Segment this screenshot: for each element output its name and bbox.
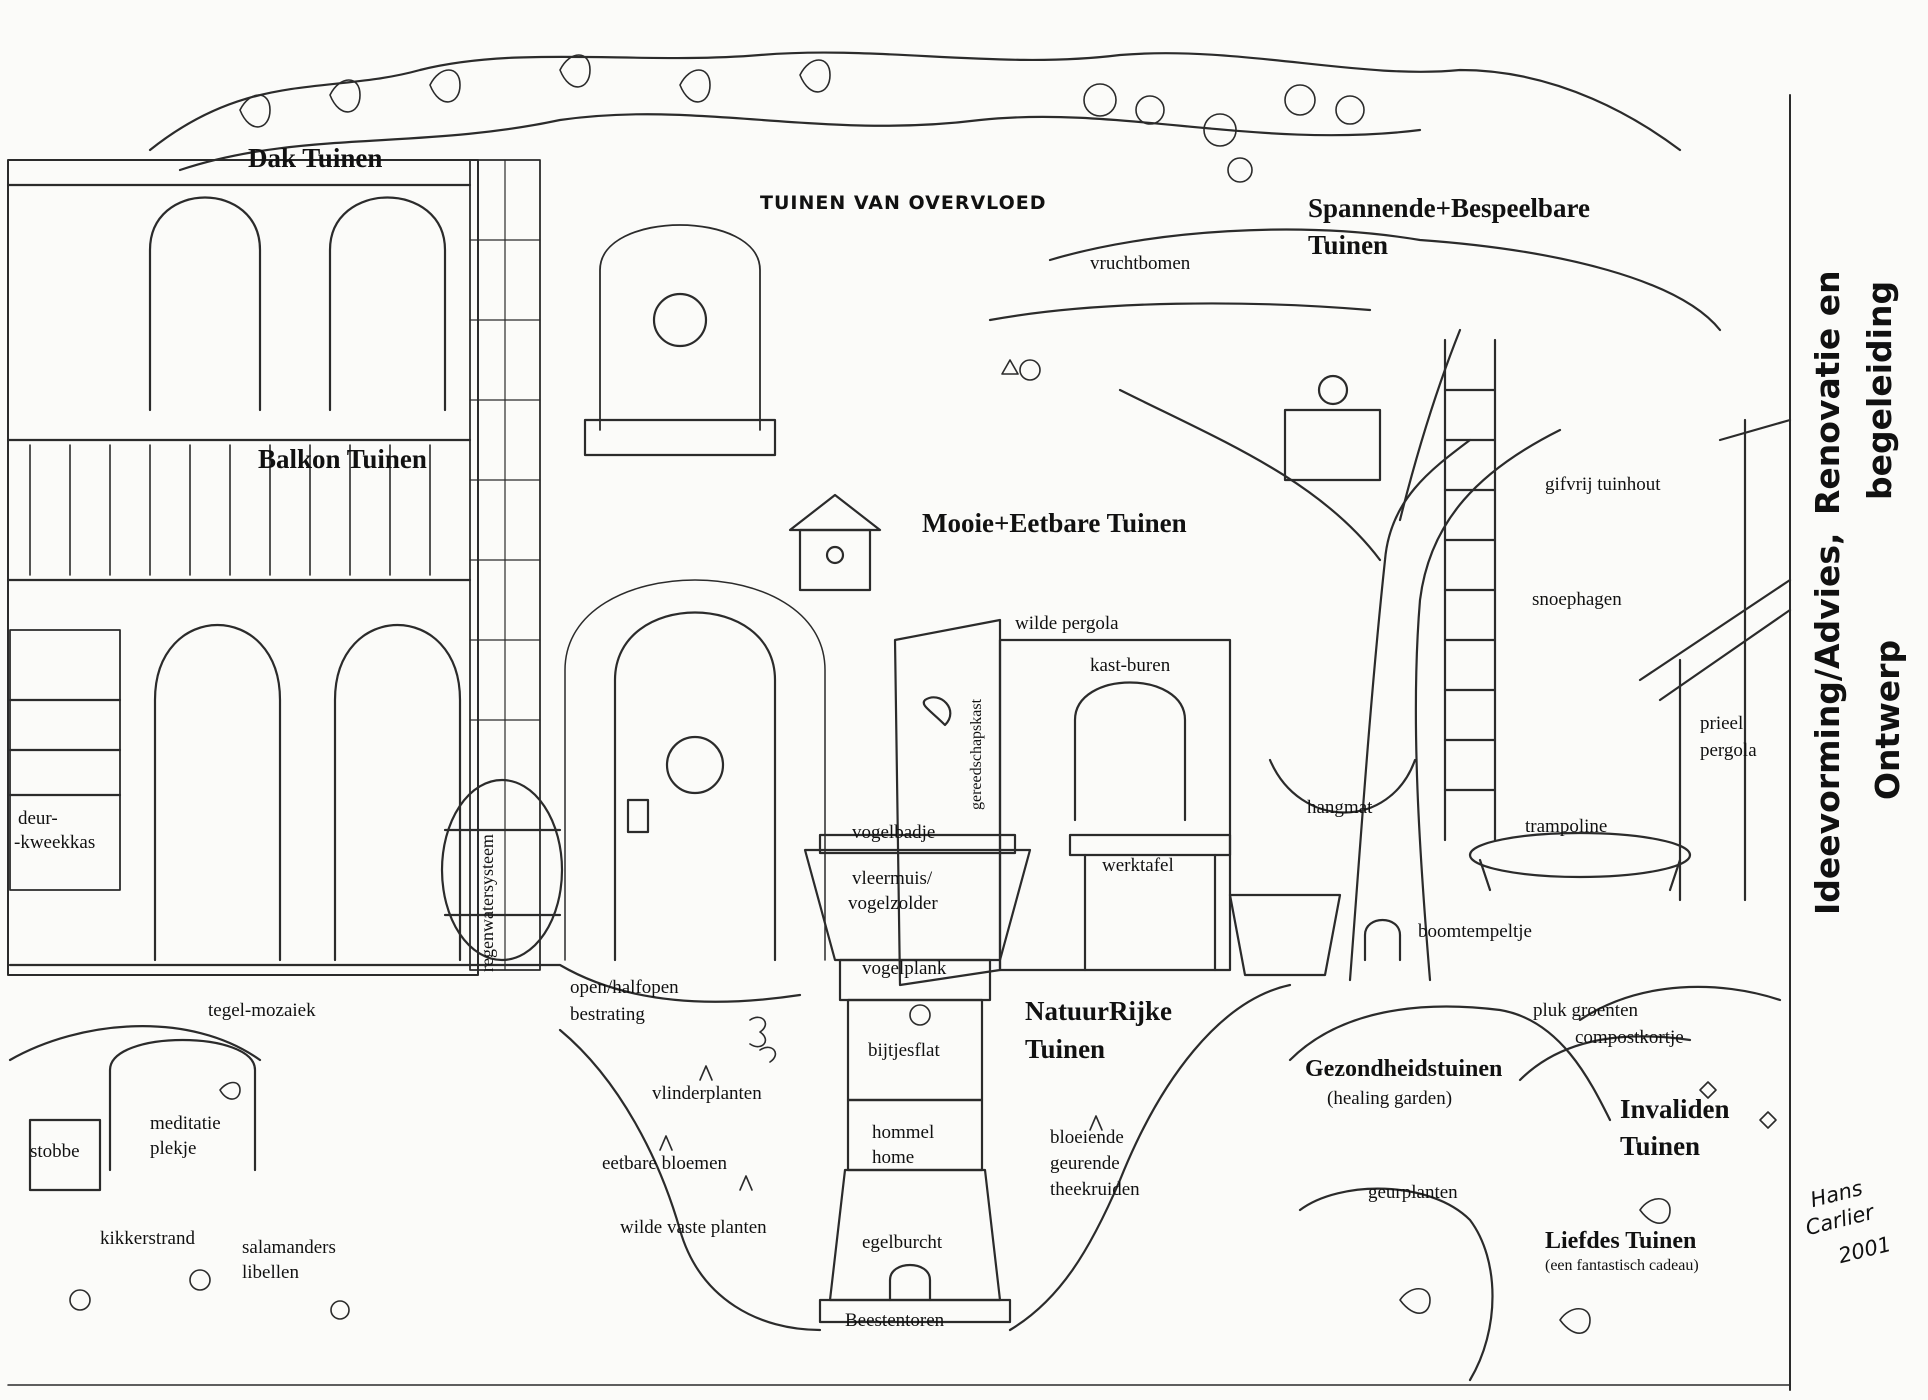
label-hangmat: hangmat (1307, 797, 1373, 818)
heading-natuurrijke-tuinen: Tuinen (1025, 1034, 1106, 1064)
heading-tuinen-van-overvloed: TUINEN VAN OVERVLOED (760, 192, 1047, 214)
label-deur: deur- (18, 808, 58, 829)
side-text-renovatie: Renovatie en (1808, 270, 1847, 515)
side-text-ontwerp: Ontwerp (1868, 639, 1907, 800)
label-vleermuis: vleermuis/ (852, 868, 933, 889)
label-vogelplank: vogelplank (862, 958, 947, 979)
label-salamanders: salamanders (242, 1237, 336, 1258)
heading-invaliden: Invaliden (1620, 1094, 1730, 1124)
label-pergola: pergola (1700, 740, 1757, 761)
label-snoephagen: snoephagen (1532, 589, 1622, 610)
label-fantastisch-cadeau: (een fantastisch cadeau) (1545, 1257, 1699, 1274)
label-bestrating: bestrating (570, 1004, 645, 1025)
label-vogelzolder: vogelzolder (848, 893, 938, 914)
label-plekje: plekje (150, 1138, 197, 1159)
label-werktafel: werktafel (1102, 855, 1174, 876)
side-text-ideevorming: Ideevorming/Advies, (1808, 532, 1847, 915)
label-vlinderplanten: vlinderplanten (652, 1083, 762, 1104)
label-kweekkas: -kweekkas (14, 832, 96, 853)
heading-invaliden-tuinen: Tuinen (1620, 1131, 1701, 1161)
label-tegel-mozaiek: tegel-mozaiek (208, 1000, 316, 1021)
label-eetbare-bloemen: eetbare bloemen (602, 1153, 728, 1174)
heading-natuurrijke: NatuurRijke (1025, 996, 1172, 1026)
label-bloeiende: bloeiende (1050, 1127, 1124, 1148)
label-trampoline: trampoline (1525, 816, 1608, 837)
label-wilde-pergola: wilde pergola (1015, 613, 1119, 634)
label-meditatie: meditatie (150, 1113, 221, 1134)
label-gifvrij-tuinhout: gifvrij tuinhout (1545, 474, 1661, 495)
label-stobbe: stobbe (30, 1141, 80, 1162)
label-geurplanten: geurplanten (1368, 1182, 1458, 1203)
label-prieel: prieel (1700, 713, 1744, 734)
label-wilde-vaste-planten: wilde vaste planten (620, 1217, 767, 1238)
heading-gezondheidstuinen: Gezondheidstuinen (1305, 1056, 1503, 1082)
label-regenwatersysteem: regenwatersysteem (477, 834, 497, 972)
label-beestentoren: Beestentoren (845, 1310, 945, 1331)
label-boomtempeltje: boomtempeltje (1418, 921, 1532, 942)
heading-mooie-eetbare-tuinen: Mooie+Eetbare Tuinen (922, 508, 1187, 538)
label-gereedschapskast: gereedschapskast (968, 698, 985, 810)
heading-balkon-tuinen: Balkon Tuinen (258, 444, 427, 474)
label-libellen: libellen (242, 1262, 299, 1283)
label-compostkortje: compostkortje (1575, 1027, 1684, 1048)
label-egelburcht: egelburcht (862, 1232, 943, 1253)
heading-dak-tuinen: Dak Tuinen (248, 143, 383, 173)
label-vruchtbomen: vruchtbomen (1090, 253, 1191, 274)
label-theekruiden: theekruiden (1050, 1179, 1140, 1200)
label-geurende: geurende (1050, 1153, 1120, 1174)
heading-spannende-tuinen: Tuinen (1308, 230, 1389, 260)
heading-spannende-bespeelbare: Spannende+Bespeelbare (1308, 193, 1590, 223)
label-pluk-groenten: pluk groenten (1533, 1000, 1639, 1021)
side-text-begeleiding: begeleiding (1860, 280, 1899, 500)
label-hommel: hommel (872, 1122, 935, 1143)
label-kast-buren: kast-buren (1090, 655, 1171, 676)
label-bijtjesflat: bijtjesflat (868, 1040, 940, 1061)
label-vogelbadje: vogelbadje (852, 822, 936, 843)
label-healing-garden: (healing garden) (1327, 1088, 1453, 1109)
label-kikkerstrand: kikkerstrand (100, 1228, 195, 1249)
heading-liefdes-tuinen: Liefdes Tuinen (1545, 1228, 1697, 1254)
label-open-halfopen: open/halfopen (570, 977, 679, 998)
label-home: home (872, 1147, 915, 1168)
